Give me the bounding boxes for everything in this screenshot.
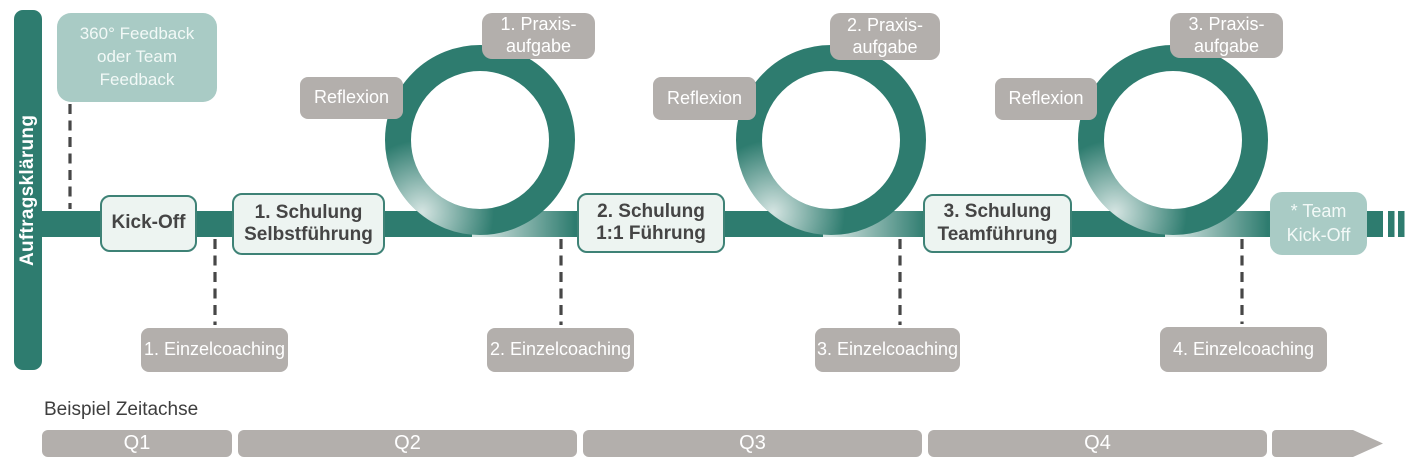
milestone-schulung-1: 1. Schulung Selbstführung [232, 193, 385, 255]
auftragsklaerung-rail [14, 10, 42, 370]
milestone-schulung-3: 3. Schulung Teamführung [923, 194, 1072, 253]
reflexion-label-2: Reflexion [653, 77, 756, 120]
auftragsklaerung-label: Auftragsklärung [17, 114, 38, 266]
timeline-continuation-bar-2 [1398, 211, 1405, 237]
einzelcoaching-label-2: 2. Einzelcoaching [487, 328, 634, 372]
milestone-kickoff: Kick-Off [100, 195, 197, 252]
quarter-bar-q1: Q1 [42, 430, 232, 457]
quarter-bar-q3: Q3 [583, 430, 922, 457]
quarter-bar-q2: Q2 [238, 430, 577, 457]
praxisaufgabe-label-1: 1. Praxis- aufgabe [482, 13, 595, 59]
praxisaufgabe-label-2: 2. Praxis- aufgabe [830, 13, 940, 60]
einzelcoaching-label-3: 3. Einzelcoaching [815, 328, 960, 372]
quarter-bar-q4: Q4 [928, 430, 1267, 457]
feedback-box: 360° Feedback oder Team Feedback [57, 13, 217, 102]
praxisaufgabe-label-3: 3. Praxis- aufgabe [1170, 13, 1283, 58]
reflexion-label-3: Reflexion [995, 78, 1097, 120]
milestone-team-kickoff: * Team Kick-Off [1270, 192, 1367, 255]
milestone-schulung-2: 2. Schulung 1:1 Führung [577, 193, 725, 253]
loop-3 [1078, 45, 1268, 237]
einzelcoaching-label-1: 1. Einzelcoaching [141, 328, 288, 372]
axis-title: Beispiel Zeitachse [44, 399, 199, 420]
loop-2 [736, 45, 926, 237]
reflexion-label-1: Reflexion [300, 77, 403, 119]
timeline-continuation-bar-1 [1388, 211, 1395, 237]
loop-1 [385, 45, 575, 237]
einzelcoaching-label-4: 4. Einzelcoaching [1160, 327, 1327, 372]
